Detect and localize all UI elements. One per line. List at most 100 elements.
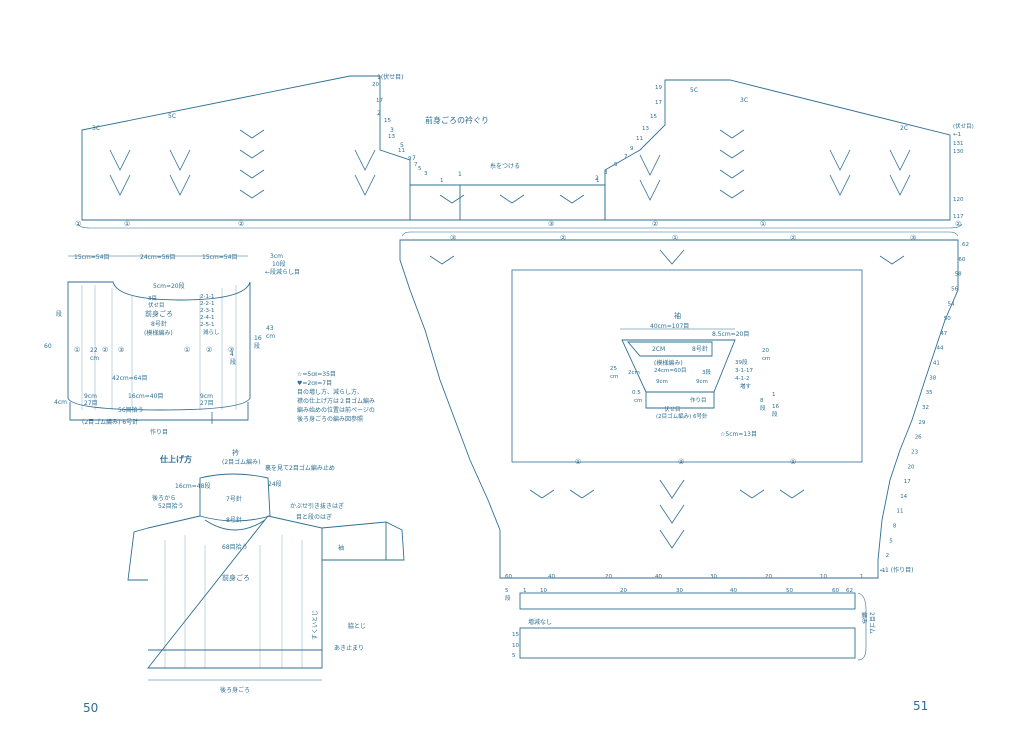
edge-label: 117 xyxy=(953,214,964,220)
left-label: cm xyxy=(610,374,618,380)
sleeve-top-label: 2CM xyxy=(652,346,665,353)
sleeve-needle: 8号針 xyxy=(692,345,708,353)
stitch-mark: 30 xyxy=(710,574,717,580)
schematic-pattern: (模様編み) xyxy=(144,329,173,337)
mark: ① xyxy=(74,346,80,354)
step: 2-2-1 xyxy=(200,301,214,307)
front-body-schematic: 15cm=54目 24cm=56目 15cm=54目 3cm 10段 ←段減らし… xyxy=(44,253,300,436)
left-tag-4: 7 xyxy=(412,155,416,162)
right-edge-labels: (伏せ目) ←1 131 130 120 117 xyxy=(953,122,974,220)
right-row-label: 9 xyxy=(630,146,634,152)
collar-rows: 24段 xyxy=(268,480,282,488)
mark: ③ xyxy=(228,346,234,354)
edge-label: 131 xyxy=(953,141,964,147)
motif-mark: ③ xyxy=(910,234,916,242)
bottom-label: 2cm xyxy=(628,370,640,376)
side-label: 4-1-2 xyxy=(735,376,749,382)
body-inner-marks: ① ② ① xyxy=(575,458,796,466)
motif-mark: ① xyxy=(790,458,796,466)
side-label: cm xyxy=(762,356,770,362)
right-row-label: 13 xyxy=(642,126,649,132)
schematic-needle: 8号針 xyxy=(151,320,167,328)
collar-left-grid xyxy=(81,75,461,221)
side-label: 43 xyxy=(266,325,274,332)
left-tag-3: 5 xyxy=(400,142,404,149)
edge-label: 130 xyxy=(953,149,964,155)
row-label: 54 xyxy=(948,301,955,307)
side-label: cm xyxy=(266,333,275,340)
right-label: 段 xyxy=(760,404,766,412)
shoulder-decrease: ←段減らし目 xyxy=(265,268,300,276)
row-label: 8 xyxy=(893,524,897,530)
left-row-labels: 20 17 15 13 11 9 7 5 3 1 xyxy=(372,82,444,184)
bottom-label: 伏せ目 xyxy=(664,405,681,413)
legend-line: 襟の仕上げ方は２目ゴム編み xyxy=(297,397,375,405)
center-mark-1: 1 xyxy=(458,171,462,178)
side-label: 段 xyxy=(254,342,260,350)
side-label: cm xyxy=(90,355,99,362)
row-label: 60 xyxy=(958,257,965,263)
rib-side-note: 2目ゴム xyxy=(868,612,876,634)
motif-mark: ① xyxy=(672,234,678,242)
stitch-mark: 20 xyxy=(765,574,772,580)
stitch-mark: 60 xyxy=(832,588,839,594)
sleeve-pattern-label: (模様編み) xyxy=(654,359,683,367)
top-dim-right: 15cm=54目 xyxy=(202,254,237,261)
legend-line: 後ろ身ごろの編み図参照 xyxy=(297,415,363,423)
rib-label: (2目ゴム編み) 6号針 xyxy=(82,418,138,426)
mark: ② xyxy=(206,346,212,354)
top-dim-left: 15cm=54目 xyxy=(74,254,109,261)
motif-mark: ② xyxy=(955,220,961,228)
motif-mark: ② xyxy=(560,234,566,242)
row-label: 17 xyxy=(904,479,911,485)
row-label: 32 xyxy=(922,405,929,411)
right-row-labels: 19 17 15 13 11 9 7 5 3 1 xyxy=(596,85,662,184)
hem-note: あき止まり xyxy=(334,644,364,652)
lower-dim-1: 9cm xyxy=(84,393,97,400)
stitch-mark: 40 xyxy=(548,574,555,580)
sleeve-schematic: 袖 40cm=107目 8.5cm=20目 2CM (模様編み) 8号針 24c… xyxy=(610,311,779,438)
step: 2-4-1 xyxy=(200,315,214,321)
right-row-label: 11 xyxy=(636,136,643,142)
sleeve-left-labels: 25 cm 0.5 cm xyxy=(610,366,642,404)
sleeve-cast-label: 作り目 xyxy=(690,396,707,404)
stitch-mark: 60 xyxy=(505,574,512,580)
edge-label: ←1 xyxy=(953,132,961,138)
stitch-mark: 50 xyxy=(786,588,793,594)
page-number-left: 50 xyxy=(83,701,98,715)
bottom-label: 9cm xyxy=(656,379,668,385)
sleeve-note-1: かぶせ引き抜きはぎ xyxy=(290,502,344,510)
stitch-mark: 20 xyxy=(605,574,612,580)
bottom-label: 3段 xyxy=(702,368,711,376)
shoulder-dim: 3cm xyxy=(270,253,283,260)
row-label: 20 xyxy=(908,464,915,470)
left-row-label: 13 xyxy=(388,134,395,140)
rib-side-note-2: 編み xyxy=(860,612,868,624)
legend-line: ☆=5㎝=35目 xyxy=(297,371,336,378)
row-label: 2 xyxy=(886,553,890,559)
center-mark-2: 2 xyxy=(595,175,599,182)
right-row-label: 7 xyxy=(624,154,628,160)
back-pickup-line: 52目拾う xyxy=(158,502,184,510)
motif-mark: ① xyxy=(124,220,130,228)
row-label: 47 xyxy=(940,331,947,337)
row-label: 50 xyxy=(944,316,951,322)
stitch-mark: 1 xyxy=(523,588,527,594)
collar-chart: 前身ごろの衿ぐり 糸をつける 1 2 1(伏せ目) 2 3 5 7 20 17 … xyxy=(75,73,974,229)
body-top-marks: ③ ② ① ② ③ xyxy=(450,234,916,242)
stitch-mark: 10 xyxy=(540,588,547,594)
right-row-label: 15 xyxy=(650,114,657,120)
body-chart-outline xyxy=(399,239,959,579)
left-tag-0: 1(伏せ目) xyxy=(377,73,404,81)
right-row-label: 17 xyxy=(655,100,662,106)
side-label: 22 xyxy=(90,347,98,354)
side-label: 段 xyxy=(230,358,236,366)
left-tag-2: 3 xyxy=(390,127,394,134)
lower-dim-3: 9cm xyxy=(200,393,213,400)
motif-mark: ② xyxy=(75,220,81,228)
collar-right-grid xyxy=(604,79,951,221)
side-label: 増す xyxy=(740,382,752,390)
row-label: 5 xyxy=(889,538,893,544)
collar-subtitle: (2目ゴム編み) xyxy=(222,458,261,466)
